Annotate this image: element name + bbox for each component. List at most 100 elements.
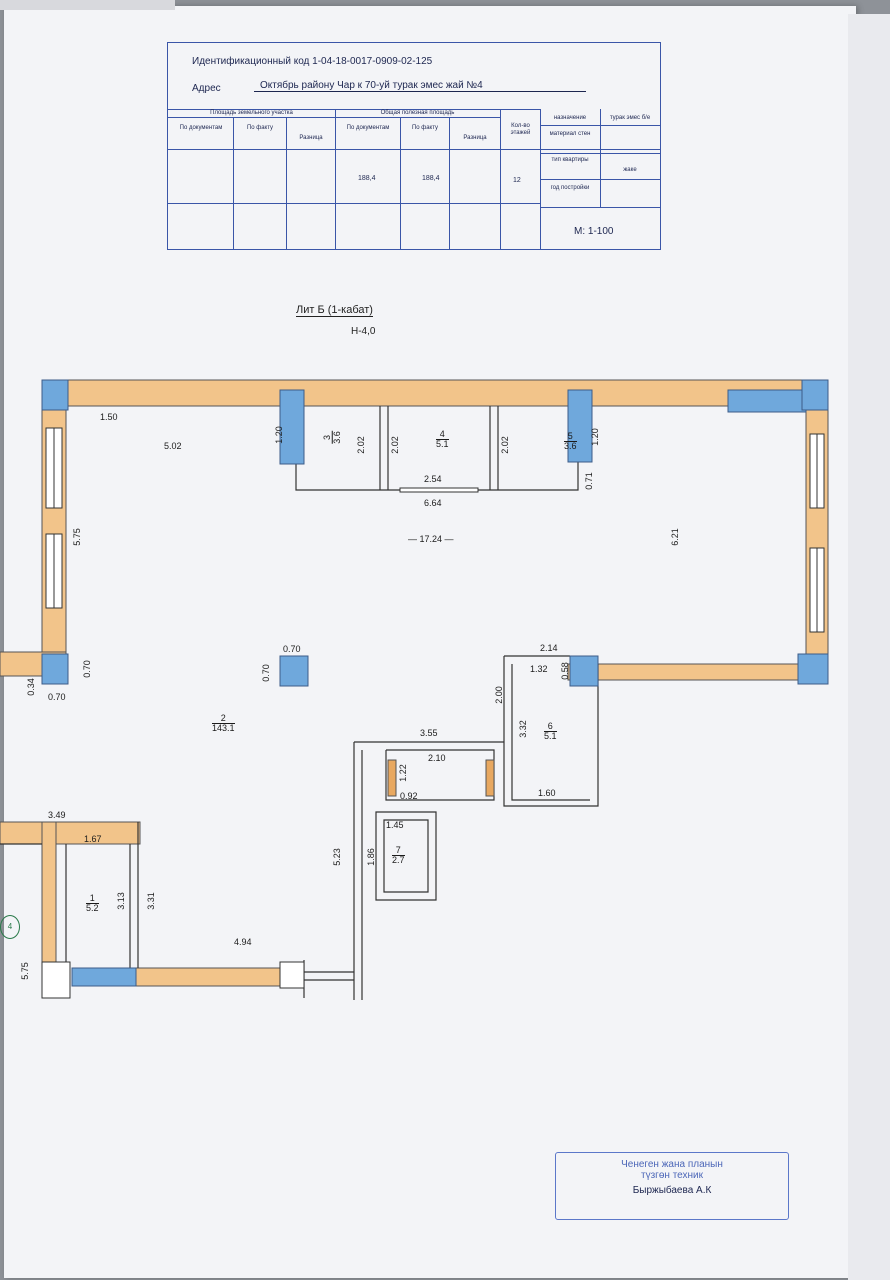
val-docs: 188,4 bbox=[358, 175, 376, 182]
column-room6 bbox=[569, 655, 599, 687]
dim-0-70-left: 0.70 bbox=[81, 660, 92, 678]
wall-bottom bbox=[131, 967, 303, 987]
dim-6-64: 6.64 bbox=[424, 498, 442, 508]
dim-2-14: 2.14 bbox=[540, 643, 558, 653]
dim-2-02-a: 2.02 bbox=[355, 436, 366, 454]
plan-height: Н-4,0 bbox=[351, 326, 376, 337]
dim-0-58: 0.58 bbox=[559, 662, 570, 680]
wall-lower-right bbox=[567, 663, 829, 681]
underlying-sheet bbox=[848, 14, 890, 1280]
address-value: Октябрь району Чар к 70-уй турак эмес жа… bbox=[254, 80, 586, 92]
val-floors: 12 bbox=[513, 177, 521, 184]
stamp-line-1: Ченеген жана планын bbox=[621, 1159, 723, 1170]
dim-5-23: 5.23 bbox=[331, 848, 342, 866]
dim-0-70-colv: 0.70 bbox=[260, 664, 271, 682]
stamp-line-3: Быржыбаева А.К bbox=[632, 1185, 712, 1196]
top-paper-edge bbox=[0, 0, 175, 10]
dim-5-75-b: 5.75 bbox=[19, 962, 30, 980]
columns bbox=[41, 379, 829, 987]
val-purpose: жаке bbox=[623, 167, 637, 173]
dim-1-45: 1.45 bbox=[386, 820, 404, 830]
col-by-fact-2: По факту bbox=[411, 125, 439, 131]
document-sheet bbox=[4, 6, 856, 1278]
column-top-right bbox=[567, 389, 593, 463]
dim-1-50: 1.50 bbox=[100, 412, 118, 422]
title-block-table: Идентификационный код 1-04-18-0017-0909-… bbox=[167, 42, 661, 250]
dim-1-22: 1.22 bbox=[397, 764, 408, 782]
wall-left bbox=[41, 379, 67, 677]
stamp-line-2: түзгөн техник bbox=[641, 1170, 703, 1181]
room-6-outline bbox=[503, 656, 599, 807]
column-top-right-wide bbox=[727, 389, 807, 413]
column-right bbox=[797, 653, 829, 685]
dim-6-21: 6.21 bbox=[669, 528, 680, 546]
dim-0-92: 0.92 bbox=[400, 791, 418, 801]
col-by-docs-1: По документам bbox=[179, 125, 223, 131]
col-diff-1: Разница bbox=[299, 135, 323, 141]
dim-2-02-c: 2.02 bbox=[499, 436, 510, 454]
col-year: год постройки bbox=[550, 185, 590, 191]
col-floors: Кол-во этажей bbox=[510, 123, 531, 136]
val-fact: 188,4 bbox=[422, 175, 440, 182]
column-free bbox=[279, 655, 309, 687]
land-area-title: Площадь земельного участка bbox=[210, 110, 293, 116]
dim-0-70-bottom: 0.70 bbox=[48, 692, 66, 702]
dim-2-02-b: 2.02 bbox=[389, 436, 400, 454]
axis-marker: 4 bbox=[0, 915, 20, 939]
dim-2-54: 2.54 bbox=[424, 474, 442, 484]
dim-0-70-col: 0.70 bbox=[283, 644, 301, 654]
dim-1-20-b: 1.20 bbox=[589, 428, 600, 446]
dim-1-67: 1.67 bbox=[84, 834, 102, 844]
dim-3-55: 3.55 bbox=[420, 728, 438, 738]
dim-1-32: 1.32 bbox=[530, 664, 548, 674]
column-top-corner bbox=[801, 379, 829, 411]
plan-title: Лит Б (1-кабат) bbox=[296, 304, 373, 317]
dim-4-94: 4.94 bbox=[234, 937, 252, 947]
wall-right bbox=[805, 379, 829, 679]
niches bbox=[387, 759, 495, 797]
address-label: Адрес bbox=[192, 83, 221, 94]
scale: М: 1-100 bbox=[574, 226, 614, 237]
useful-area-title: Общая полезная площадь bbox=[380, 110, 455, 116]
dim-1-20-a: 1.20 bbox=[273, 426, 284, 444]
dim-17-24: — 17.24 — bbox=[408, 534, 454, 544]
dim-0-71: 0.71 bbox=[583, 472, 594, 490]
dim-3-49: 3.49 bbox=[48, 810, 66, 820]
column-left bbox=[41, 653, 69, 685]
dim-3-13: 3.13 bbox=[115, 892, 126, 910]
col-by-docs-2: По документам bbox=[346, 125, 390, 131]
col-wall: материал стен bbox=[549, 131, 591, 137]
col-type: тип квартиры bbox=[551, 157, 589, 163]
identification-code: Идентификационный код 1-04-18-0017-0909-… bbox=[192, 56, 433, 67]
dim-1-60: 1.60 bbox=[538, 788, 556, 798]
dim-3-32: 3.32 bbox=[517, 720, 528, 738]
column-bottom-left bbox=[71, 967, 137, 987]
wall-top bbox=[41, 379, 829, 407]
technician-stamp: Ченеген жана планын түзгөн техник Быржыб… bbox=[555, 1152, 789, 1220]
dim-0-34: 0.34 bbox=[25, 678, 36, 696]
wall-room1-top bbox=[0, 821, 141, 845]
ducts bbox=[41, 961, 305, 999]
dim-5-02: 5.02 bbox=[164, 441, 182, 451]
col-purpose: назначение bbox=[553, 115, 587, 121]
col-building-type: турак эмес б/е bbox=[609, 115, 651, 121]
col-by-fact-1: По факту bbox=[246, 125, 274, 131]
dim-5-75-a: 5.75 bbox=[71, 528, 82, 546]
window-mullions bbox=[53, 428, 818, 632]
dim-1-86: 1.86 bbox=[365, 848, 376, 866]
column-top-mid bbox=[279, 389, 305, 465]
dim-2-00: 2.00 bbox=[493, 686, 504, 704]
column-top-left bbox=[41, 379, 69, 411]
col-diff-2: Разница bbox=[463, 135, 487, 141]
door-room-4 bbox=[399, 487, 479, 493]
room-7-outline bbox=[375, 811, 437, 901]
dim-2-10: 2.10 bbox=[428, 753, 446, 763]
